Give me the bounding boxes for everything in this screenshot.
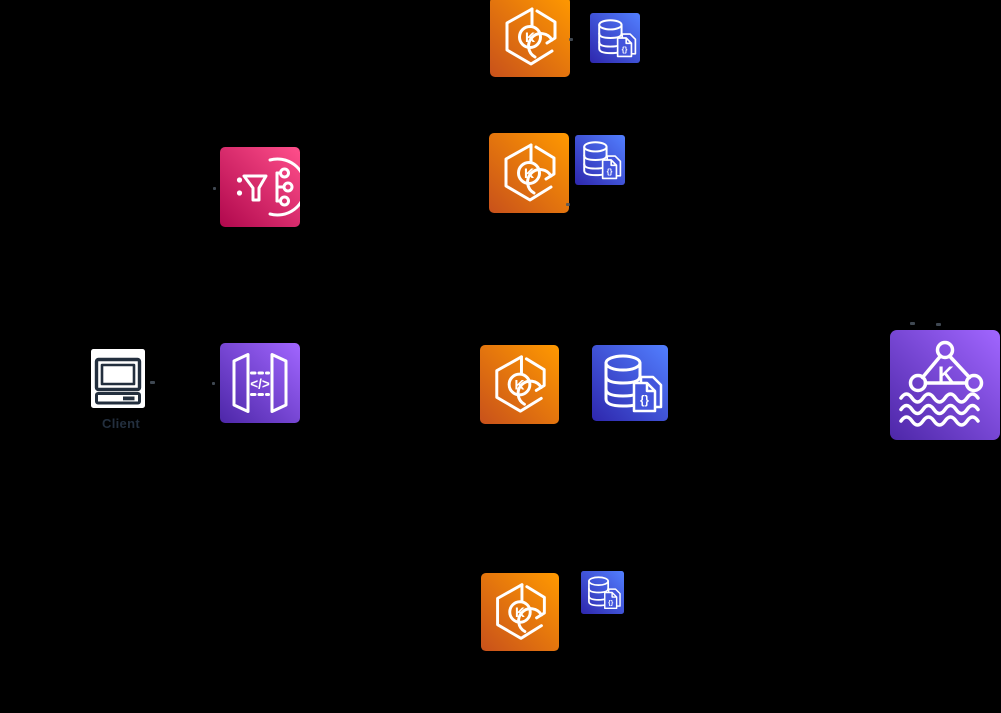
eks-icon (481, 573, 559, 651)
arrow-remnant (936, 323, 941, 326)
arrow-remnant (566, 203, 570, 206)
documentdb-icon (592, 345, 668, 421)
eks-icon (490, 0, 570, 77)
eks-icon (480, 345, 559, 424)
client-label: Client (102, 416, 140, 431)
arrow-remnant (150, 381, 155, 384)
client-computer-icon (91, 349, 145, 408)
arrow-remnant (212, 382, 215, 385)
documentdb-icon (575, 135, 625, 185)
documentdb-icon (590, 13, 640, 63)
api-gateway-icon (220, 147, 300, 227)
arrow-remnant (213, 187, 216, 190)
arrow-remnant (569, 38, 573, 41)
documentdb-icon (581, 571, 624, 614)
arrow-remnant (910, 322, 915, 325)
eks-icon (489, 133, 569, 213)
msk-kafka-icon (889, 330, 1001, 440)
api-gateway-endpoint-icon (220, 343, 300, 423)
